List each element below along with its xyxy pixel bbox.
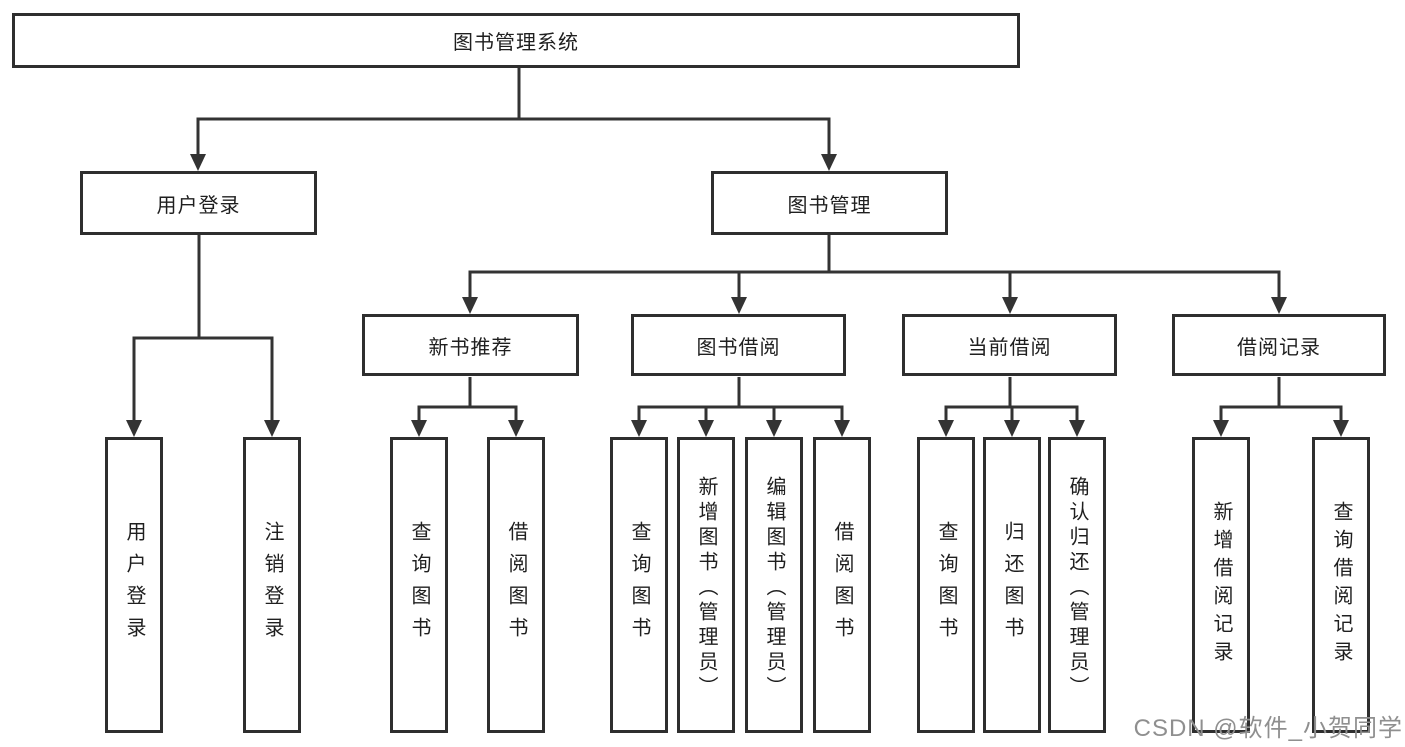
node-label: 用户登录	[123, 521, 145, 649]
node-label: 当前借阅	[967, 336, 1052, 359]
node-leaf-add-books-admin: 新增图书（管理员）	[677, 437, 735, 733]
node-leaf-add-borrow-record: 新增借阅记录	[1192, 437, 1250, 733]
node-borrowing-records: 借阅记录	[1172, 314, 1386, 376]
node-leaf-borrow-books-2: 借阅图书	[813, 437, 871, 733]
csdn-watermark: CSDN @软件_小贺同学	[1133, 715, 1403, 742]
node-book-borrowing: 图书借阅	[631, 314, 846, 376]
node-label: 新增借阅记录	[1210, 501, 1232, 669]
node-label: 图书管理	[787, 194, 872, 217]
node-leaf-return-books: 归还图书	[983, 437, 1041, 733]
node-leaf-query-borrow-record: 查询借阅记录	[1312, 437, 1370, 733]
node-label: 借阅图书	[831, 521, 853, 649]
node-root-system: 图书管理系统	[12, 13, 1020, 68]
node-label: 查询图书	[408, 521, 430, 649]
node-leaf-borrow-books-1: 借阅图书	[487, 437, 545, 733]
node-leaf-query-books-3: 查询图书	[917, 437, 975, 733]
node-label: 用户登录	[156, 194, 241, 217]
node-label: 借阅图书	[505, 521, 527, 649]
node-new-book-recommend: 新书推荐	[362, 314, 579, 376]
node-leaf-query-books-2: 查询图书	[610, 437, 668, 733]
node-label: 注销登录	[261, 521, 283, 649]
node-label: 查询图书	[935, 521, 957, 649]
node-label: 图书管理系统	[453, 32, 579, 54]
node-label: 新增图书（管理员）	[695, 475, 717, 701]
node-book-management: 图书管理	[711, 171, 948, 235]
node-label: 编辑图书（管理员）	[763, 475, 785, 701]
node-label: 确认归还（管理员）	[1066, 475, 1088, 701]
node-current-borrowing: 当前借阅	[902, 314, 1117, 376]
node-label: 查询借阅记录	[1330, 501, 1352, 669]
node-leaf-query-books-1: 查询图书	[390, 437, 448, 733]
node-label: 新书推荐	[428, 336, 513, 359]
node-label: 归还图书	[1001, 521, 1023, 649]
node-label: 图书借阅	[696, 336, 781, 359]
node-leaf-edit-books-admin: 编辑图书（管理员）	[745, 437, 803, 733]
node-label: 查询图书	[628, 521, 650, 649]
node-leaf-user-login: 用户登录	[105, 437, 163, 733]
node-label: 借阅记录	[1237, 336, 1321, 359]
node-user-login: 用户登录	[80, 171, 317, 235]
node-leaf-confirm-return-admin: 确认归还（管理员）	[1048, 437, 1106, 733]
node-leaf-logout: 注销登录	[243, 437, 301, 733]
